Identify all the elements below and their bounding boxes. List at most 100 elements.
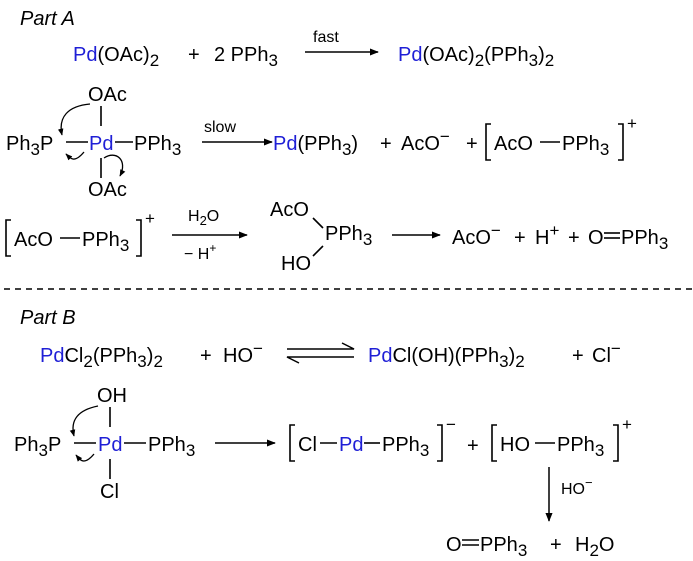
b2-curly-arrow-top [69,405,99,437]
b2-anion-charge: − [446,415,456,434]
b2-oxide-o: O [446,534,462,556]
pd-symbol: Pd [40,345,64,367]
a2-left-group: Ph3P [6,133,53,159]
a2-curly-arrow-top [57,103,91,136]
subscript: 3 [600,140,609,159]
b2-cation-charge: + [622,415,632,434]
b2-cation-bracket-left [491,424,497,462]
a2-arrow-label: slow [204,119,236,136]
a3-oxide-o: O [588,227,604,249]
subscript: 3 [186,441,195,460]
pph: PPh [82,229,120,251]
p: P [48,434,61,456]
subscript: 2 [150,51,159,70]
a3-bracket-left [5,219,11,257]
a2-plus-1: + [380,133,392,155]
paren: ) [538,44,545,66]
a3-prod-acetate: AcO− [452,221,501,249]
minus-h: − H [184,246,209,263]
ligand: (PPh [297,133,341,155]
b1-harpoon-forward [287,342,355,350]
reaction-a1: Pd(OAc)2 + 2 PPh3 fast Pd(OAc)2(PPh3)2 [73,29,554,70]
b2-oxide-p: PPh3 [480,534,527,560]
a2-cation-charge: + [627,114,637,133]
b2-cation-bracket-right [613,424,619,462]
b2-anion-cl: Cl [298,434,317,456]
subscript: 3 [595,441,604,460]
subscript: 3 [529,51,538,70]
b1-harpoon-reverse [286,356,354,364]
charge: − [611,339,621,358]
part-b-title: Part B [20,307,76,329]
a2-cation-right: PPh3 [562,133,609,159]
part-a-title: Part A [20,8,75,30]
a2-bracket-right [618,123,624,161]
a3-int-p: PPh3 [325,223,372,249]
a3-proton: H+ [535,221,559,249]
a3-int-bond-bottom [312,245,324,257]
charge: − [585,475,593,490]
b1-chloride: Cl− [592,339,621,367]
b2-plus-2: + [550,534,562,556]
a3-oxide-p: PPh3 [621,227,668,253]
b2-anion-pd: Pd [339,434,363,456]
cl: Cl [592,345,611,367]
paren: ) [509,345,516,367]
b2-down-arrow-label: HO− [561,475,593,498]
a2-acetate: AcO− [401,127,450,155]
b2-anion-p: PPh3 [382,434,429,460]
charge: − [253,339,263,358]
a1-pph3: 2 PPh3 [214,44,278,70]
subscript: 3 [268,51,277,70]
p: P [40,133,53,155]
a2-bottom-group: OAc [88,179,127,201]
a3-arrow-top: H2O [188,208,219,228]
subscript: 3 [420,441,429,460]
pph: PPh [480,534,518,556]
pd-symbol: Pd [73,44,97,66]
o: O [207,208,219,225]
ligand: (OAc) [422,44,474,66]
a3-cation-charge: + [145,209,155,228]
charge: + [549,221,559,240]
pph: PPh [557,434,595,456]
paren: ) [147,345,154,367]
pph: PPh [325,223,363,245]
reaction-b1: PdCl2(PPh3)2 + HO− PdCl(OH)(PPh3)2 + Cl− [40,339,621,371]
b1-reactant: PdCl2(PPh3)2 [40,345,163,371]
pd-symbol: Pd [273,133,297,155]
a2-top-group: OAc [88,84,127,106]
a1-plus: + [188,44,200,66]
coeff-text: 2 PPh [214,44,268,66]
subscript: 2 [200,213,207,228]
b2-top-group: OH [97,385,127,407]
pph: PPh [134,133,172,155]
subscript: 3 [38,441,47,460]
b2-cation-right: PPh3 [557,434,604,460]
subscript: 3 [363,230,372,249]
a1-product: Pd(OAc)2(PPh3)2 [398,44,554,70]
subscript: 2 [153,352,162,371]
b1-product: PdCl(OH)(PPh3)2 [368,345,525,371]
subscript: 3 [172,140,181,159]
a1-reactant: Pd(OAc)2 [73,44,159,70]
reaction-b2: OH Ph3P Pd PPh3 Cl Cl Pd PPh3 − + HO PPh… [14,385,632,560]
paren: ) [351,133,358,155]
subscript: 2 [475,51,484,70]
ho: HO [223,345,253,367]
charge: − [440,127,450,146]
a3-int-aco: AcO [270,199,309,221]
ligand: Cl(OH)(PPh [392,345,499,367]
b2-plus: + [467,435,479,457]
b2-left-group: Ph3P [14,434,61,460]
a2-right-group: PPh3 [134,133,181,159]
a2-bracket-left [485,123,491,161]
b2-curly-arrow-left [75,453,95,462]
a3-arrow-bottom: − H+ [184,241,216,263]
b2-right-group: PPh3 [148,434,195,460]
pph: PPh [621,227,659,249]
subscript: 2 [83,352,92,371]
subscript: 2 [589,541,598,560]
aco: AcO [452,227,491,249]
